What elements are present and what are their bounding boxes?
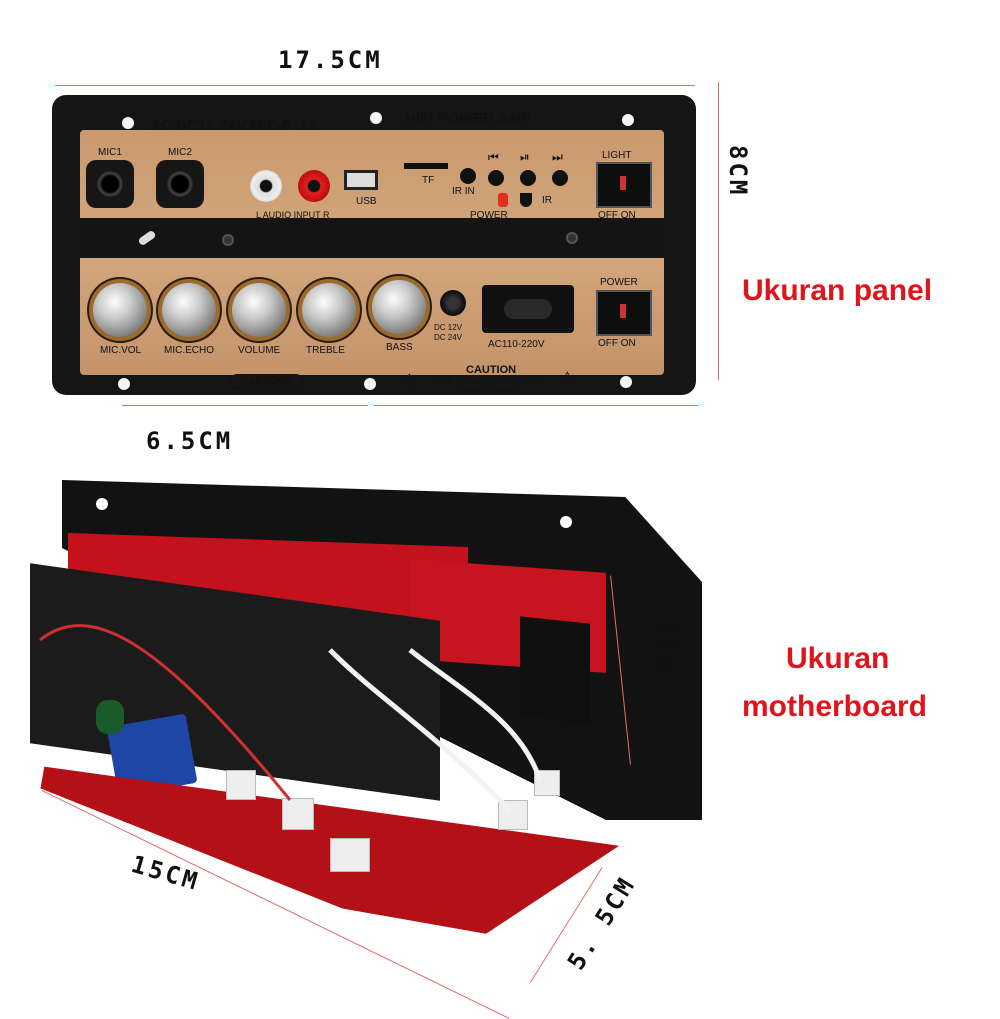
- ac-in-label: AC110-220V: [488, 339, 545, 350]
- panel-model-label: AC/DC12-24V MIC-8~12: [150, 117, 317, 134]
- screw-hole-icon: [620, 376, 632, 388]
- audio-input-label: L AUDIO INPUT R: [256, 210, 330, 220]
- screw-hole-icon: [364, 378, 376, 390]
- next-button: [552, 170, 568, 186]
- light-switch: [596, 162, 652, 208]
- panel-section-label: 6.5CM: [146, 427, 234, 455]
- power-off-on-label: OFF ON: [598, 338, 636, 349]
- treble-label: TREBLE: [306, 345, 345, 356]
- usb-port-icon: [344, 170, 378, 190]
- panel-title-label: HiFi POWER AMP: [405, 110, 532, 127]
- screw-hole-icon: [118, 378, 130, 390]
- ac-socket-icon: [482, 285, 574, 333]
- bass-knob: [372, 280, 426, 334]
- panel-width-label: 17.5CM: [278, 46, 383, 74]
- connector-icon: [330, 838, 370, 872]
- screw-hole-icon: [370, 112, 382, 124]
- screw-hole-icon: [122, 117, 134, 129]
- light-label: LIGHT: [602, 150, 632, 161]
- ir-in-sensor-icon: [460, 168, 476, 184]
- strip-screw-icon: [222, 234, 234, 246]
- screw-hole-icon: [622, 114, 634, 126]
- mic1-label: MIC1: [98, 147, 122, 158]
- treble-knob: [302, 283, 356, 337]
- next-icon: ⏭: [552, 150, 563, 164]
- play-pause-icon: ⏯: [520, 150, 530, 164]
- mic-echo-knob: [162, 283, 216, 337]
- warning-left-icon: ⚠: [402, 372, 417, 389]
- rca-right-icon: [298, 170, 330, 202]
- panel-section-line-left: [122, 405, 368, 406]
- mic1-jack-icon: [86, 160, 134, 208]
- light-off-on-label: OFF ON: [598, 210, 636, 221]
- karaoke-label: KARAOKE: [230, 374, 303, 389]
- dc-jack-icon: [440, 290, 466, 316]
- play-pause-button: [520, 170, 536, 186]
- connector-icon: [282, 798, 314, 830]
- caution-text-2: DO NOT OPEN: [460, 387, 516, 396]
- connector-icon: [226, 770, 256, 800]
- mic2-label: MIC2: [168, 147, 192, 158]
- mic-echo-label: MIC.ECHO: [164, 345, 214, 356]
- tf-label: TF: [422, 175, 435, 186]
- volume-label: VOLUME: [238, 345, 281, 356]
- volume-knob: [232, 283, 286, 337]
- panel-width-line: [55, 85, 695, 86]
- prev-icon: ⏮: [488, 150, 499, 164]
- connector-icon: [498, 800, 528, 830]
- rca-left-icon: [250, 170, 282, 202]
- capacitor-icon: [96, 700, 124, 734]
- plate-hole-icon: [96, 498, 108, 510]
- strip-screw-icon: [566, 232, 578, 244]
- panel-section-line-right: [374, 405, 698, 406]
- panel-height-line: [718, 82, 719, 380]
- prev-button: [488, 170, 504, 186]
- dc-in-label: DC 12V DC 24V: [434, 323, 463, 342]
- warning-right-icon: ⚠: [560, 370, 575, 387]
- motherboard-caption-line2: motherboard: [742, 690, 928, 723]
- plate-hole-icon: [560, 516, 572, 528]
- motherboard-caption-line1: Ukuran: [786, 642, 890, 675]
- power-switch-label: POWER: [600, 277, 638, 288]
- tf-slot-icon: [404, 163, 448, 169]
- mic2-jack-icon: [156, 160, 204, 208]
- power-led-label: POWER: [470, 210, 508, 221]
- usb-label: USB: [356, 196, 377, 207]
- mic-vol-knob: [93, 283, 147, 337]
- mic-vol-label: MIC.VOL: [100, 345, 142, 356]
- caution-label: CAUTION: [466, 364, 517, 376]
- power-switch: [596, 290, 652, 336]
- ir-receiver-icon: [520, 193, 532, 207]
- power-led-icon: [498, 193, 508, 207]
- caution-text-1: RISK OF ELECTRIC SHOCK: [434, 377, 539, 386]
- ir-in-label: IR IN: [452, 186, 475, 197]
- bass-label: BASS: [386, 342, 413, 353]
- panel-caption: Ukuran panel: [742, 274, 933, 307]
- ir-label: IR: [542, 195, 552, 206]
- board-height-label: 5CM: [652, 620, 680, 673]
